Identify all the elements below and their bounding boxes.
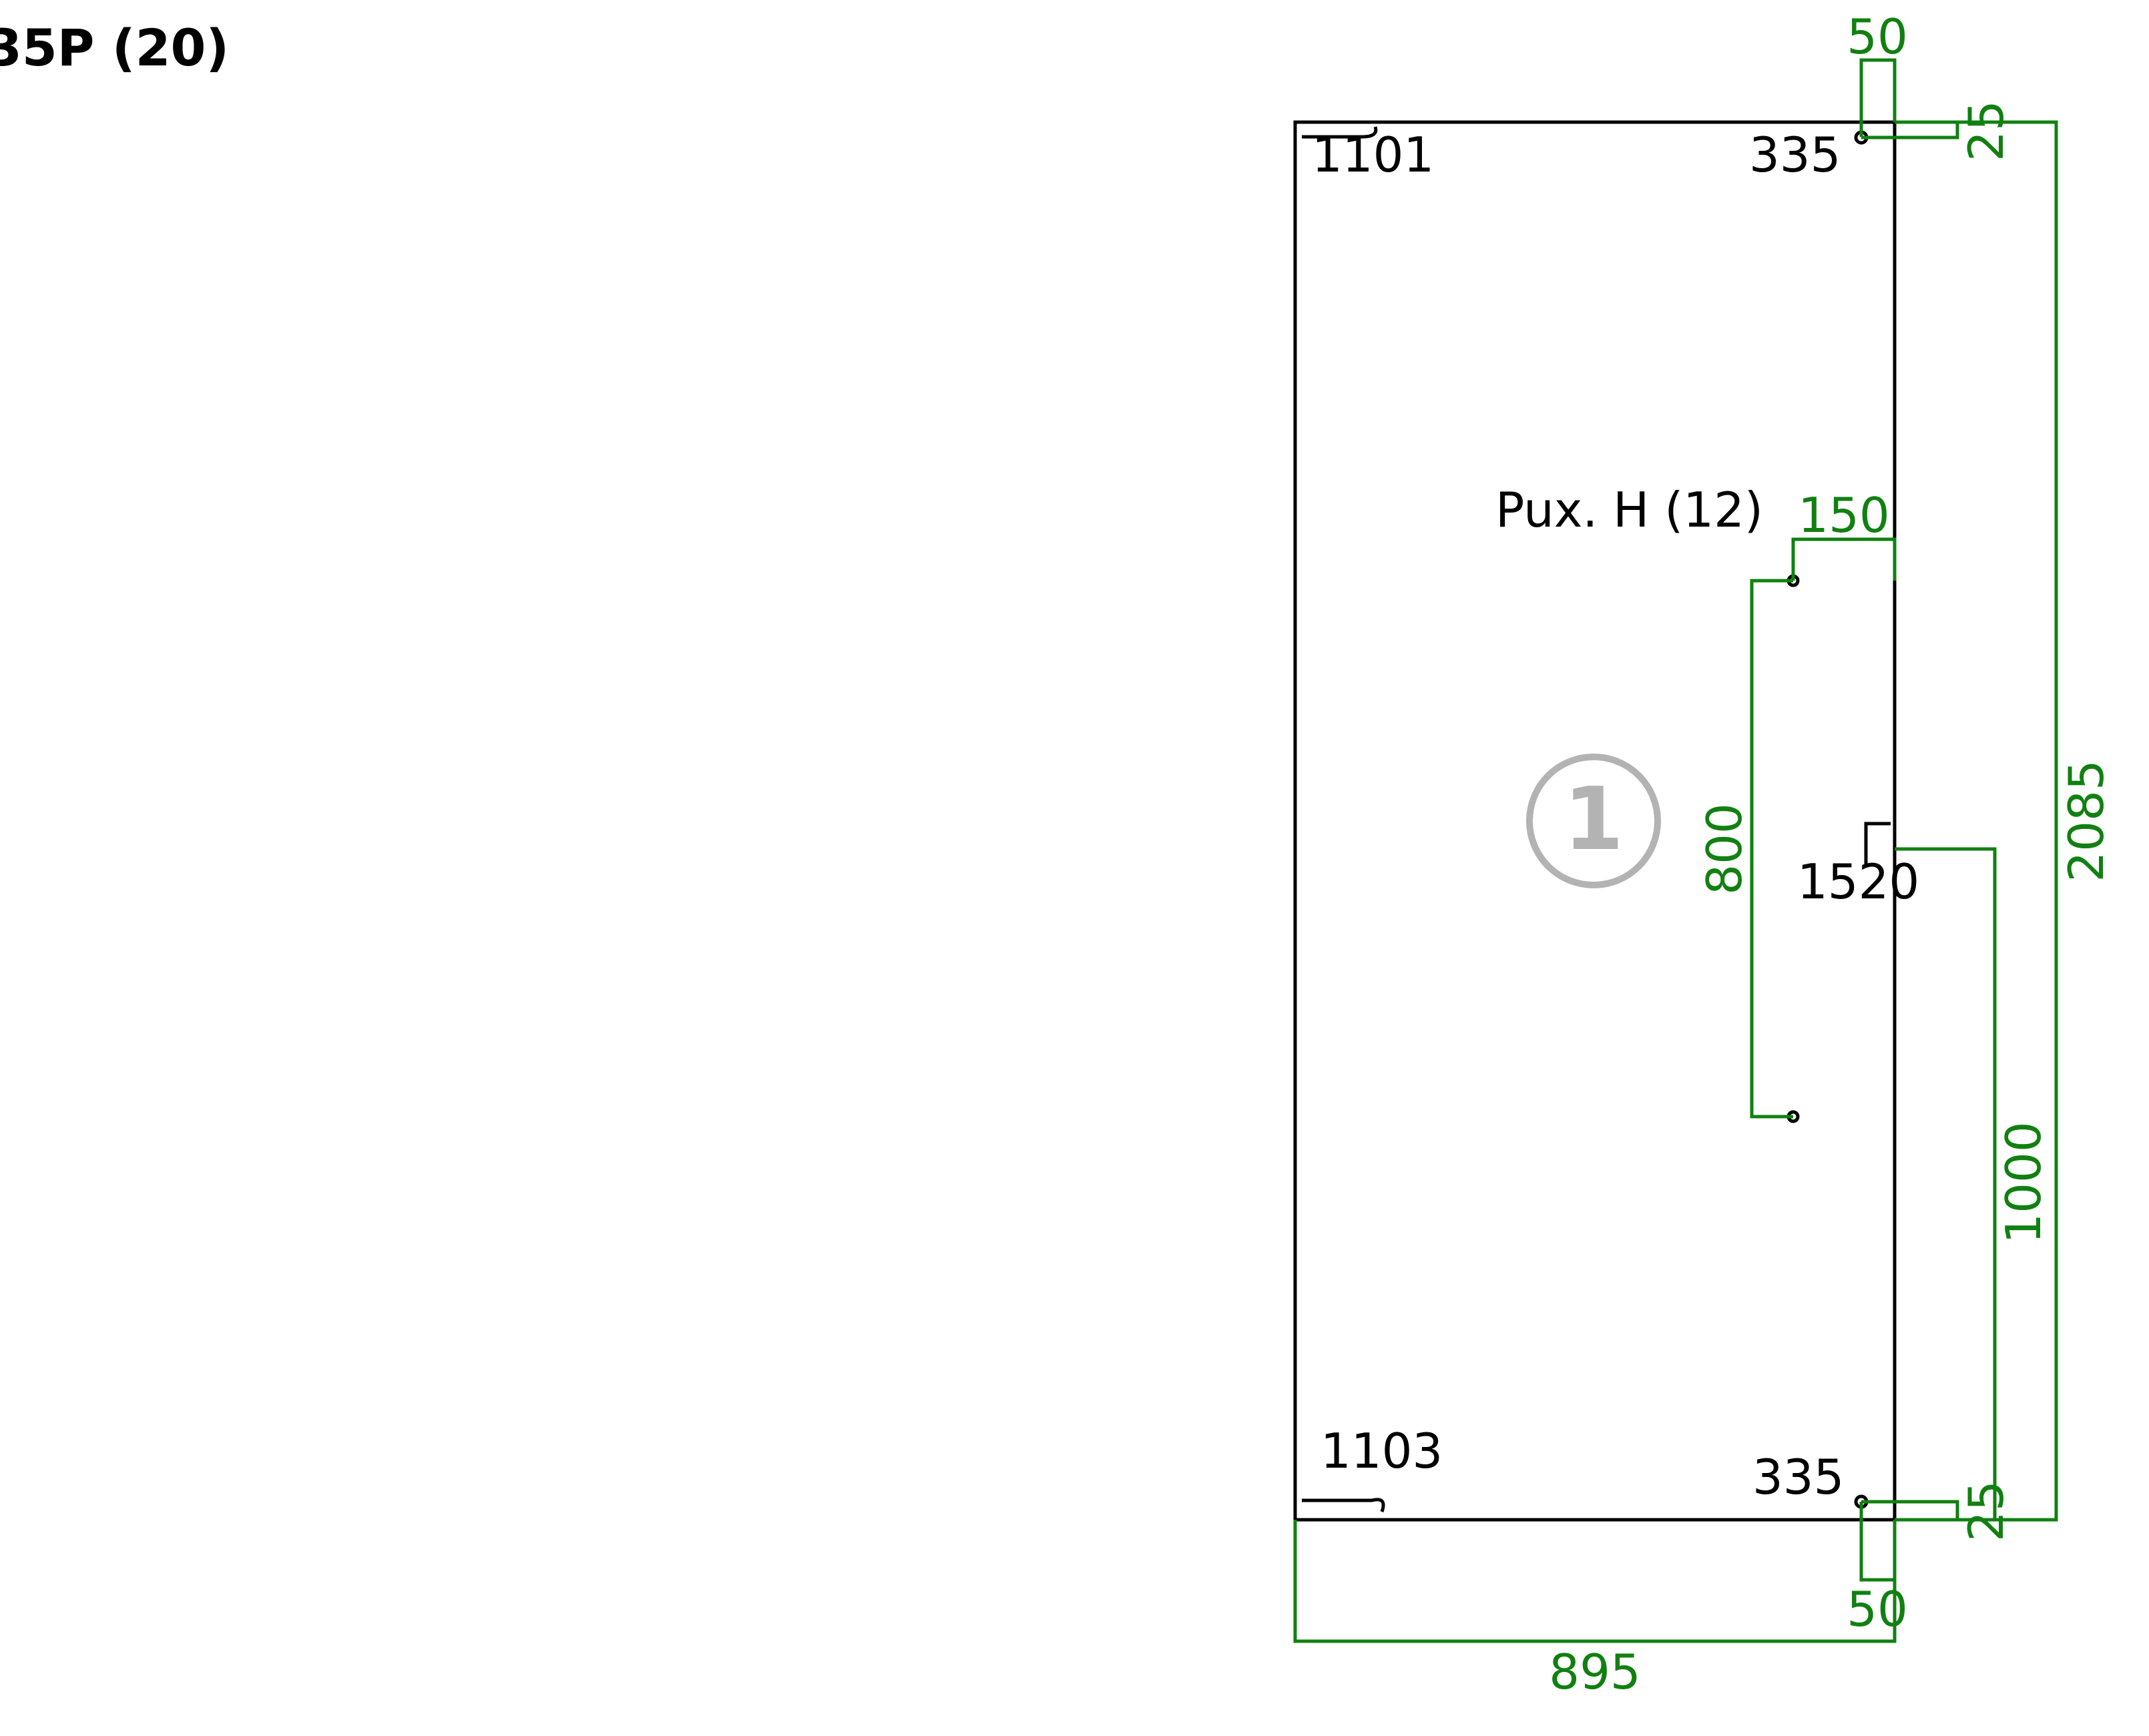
dimension-top-offset-x: 50: [1847, 9, 1908, 65]
dimension-width: 895: [1549, 1644, 1640, 1700]
dimension-total-height: 2085: [2058, 760, 2114, 882]
hardware-mid-right-label: 1520: [1797, 854, 1919, 910]
dimension-top-offset-y: 25: [1958, 100, 2014, 162]
panel-outline: [1293, 120, 1897, 1522]
dimension-hinge-span: 800: [1696, 803, 1752, 894]
dimension-hinge-offset: 150: [1798, 487, 1889, 543]
hardware-bottom-right-label: 335: [1752, 1449, 1844, 1505]
panel-number-badge: 1: [1526, 754, 1661, 888]
dimension-mid-height: 1000: [1995, 1121, 2052, 1243]
panel-number: 1: [1564, 768, 1624, 870]
hardware-top-right-label: 335: [1749, 127, 1841, 183]
hardware-bottom-left-label: 1103: [1321, 1423, 1443, 1479]
dimension-bottom-offset-x: 50: [1847, 1581, 1908, 1637]
dimension-lines: [1293, 58, 2058, 1643]
hardware-top-left-label: 1101: [1312, 127, 1434, 183]
drawing-title: 35P (20): [0, 18, 229, 77]
dimension-bottom-offset-y: 25: [1958, 1480, 2014, 1542]
hinge-label: Pux. H (12): [1495, 482, 1763, 538]
